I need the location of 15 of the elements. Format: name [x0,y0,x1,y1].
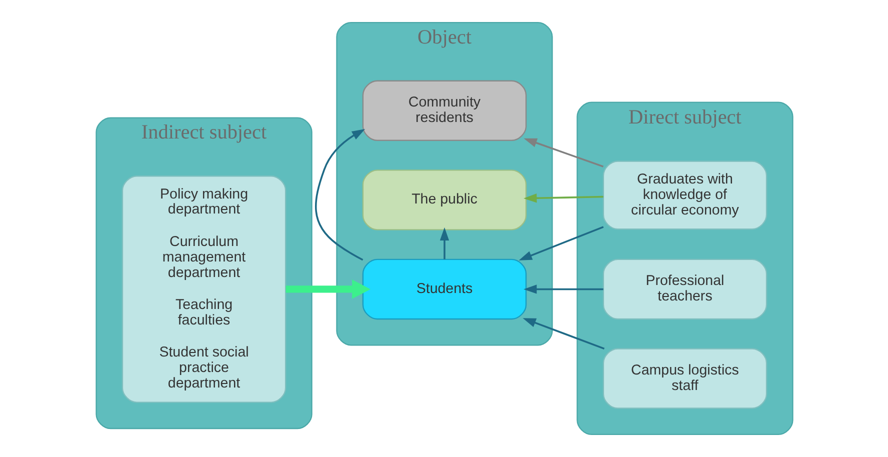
node-box: Community residents [362,80,526,141]
arrow [523,194,603,203]
node-box: Graduates with knowledge of circular economy [602,160,767,230]
arrow [518,226,604,260]
node-box: Students [362,258,526,320]
arrow [523,284,603,294]
arrow [439,227,449,260]
node-box: The public [362,170,526,230]
node-box: Campus logistics staff [602,348,767,409]
arrow [523,138,604,168]
arrow [522,318,604,350]
arrow [314,129,365,261]
node-box: Policy making department Curriculum management department Teaching faculties Student social practice department [121,176,286,403]
arrow [285,280,370,299]
node-box: Professional teachers [602,258,767,320]
